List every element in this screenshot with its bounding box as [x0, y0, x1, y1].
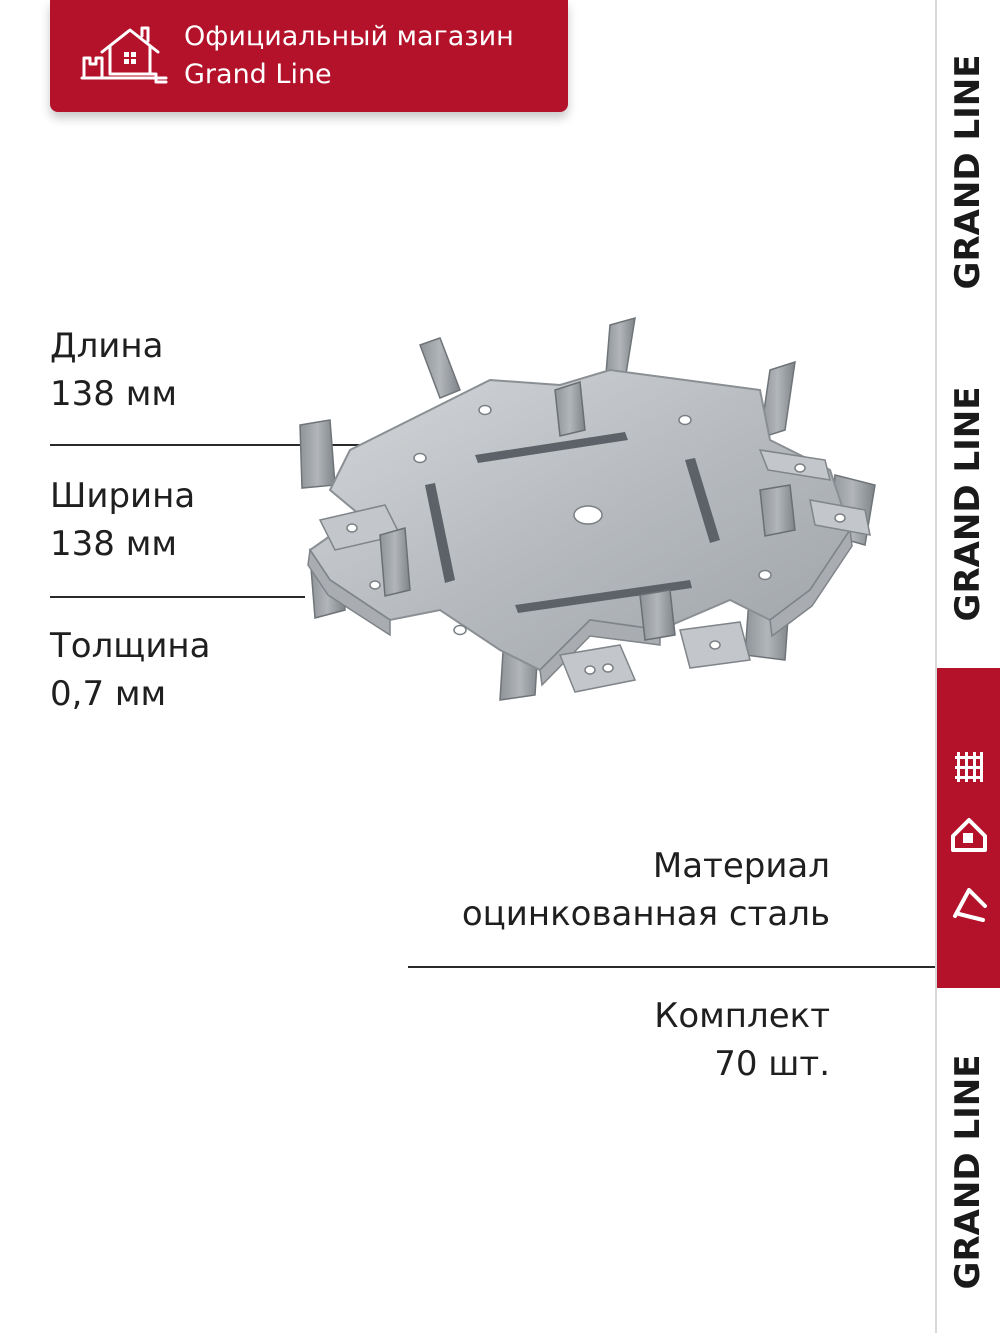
spec-thickness-value: 0,7 мм	[50, 674, 167, 714]
spec-set: Комплект 70 шт.	[654, 992, 830, 1088]
brand-logo-text: GRAND LINE	[948, 54, 988, 290]
spec-thickness-label: Толщина	[50, 626, 211, 666]
divider-line	[50, 596, 305, 598]
spec-material: Материал оцинкованная сталь	[462, 842, 830, 938]
fence-icon	[955, 752, 983, 782]
roof-icon	[953, 888, 987, 922]
spec-set-value: 70 шт.	[714, 1044, 830, 1084]
spec-thickness: Толщина 0,7 мм	[50, 622, 211, 718]
brand-logo-text: GRAND LINE	[948, 386, 988, 622]
side-strip-divider	[935, 0, 937, 1333]
spec-width: Ширина 138 мм	[50, 472, 195, 568]
banner-text: Официальный магазин Grand Line	[184, 18, 514, 94]
banner-brand: Grand Line	[184, 59, 332, 90]
spec-length-label: Длина	[50, 326, 164, 366]
divider-line	[408, 966, 935, 968]
spec-width-label: Ширина	[50, 476, 196, 516]
house-store-icon	[80, 26, 168, 84]
spec-length: Длина 138 мм	[50, 322, 177, 418]
official-store-banner[interactable]: Официальный магазин Grand Line	[50, 0, 568, 112]
house-icon	[951, 818, 987, 852]
divider-line	[50, 444, 360, 446]
brand-logo-text: GRAND LINE	[948, 1054, 988, 1290]
spec-width-value: 138 мм	[50, 524, 178, 564]
banner-title: Официальный магазин	[184, 21, 514, 52]
spec-set-label: Комплект	[654, 996, 830, 1036]
product-image	[299, 316, 876, 701]
spec-material-label: Материал	[652, 846, 830, 886]
spec-length-value: 138 мм	[50, 374, 178, 414]
spec-material-value: оцинкованная сталь	[461, 894, 830, 934]
category-tab[interactable]	[937, 668, 1000, 988]
